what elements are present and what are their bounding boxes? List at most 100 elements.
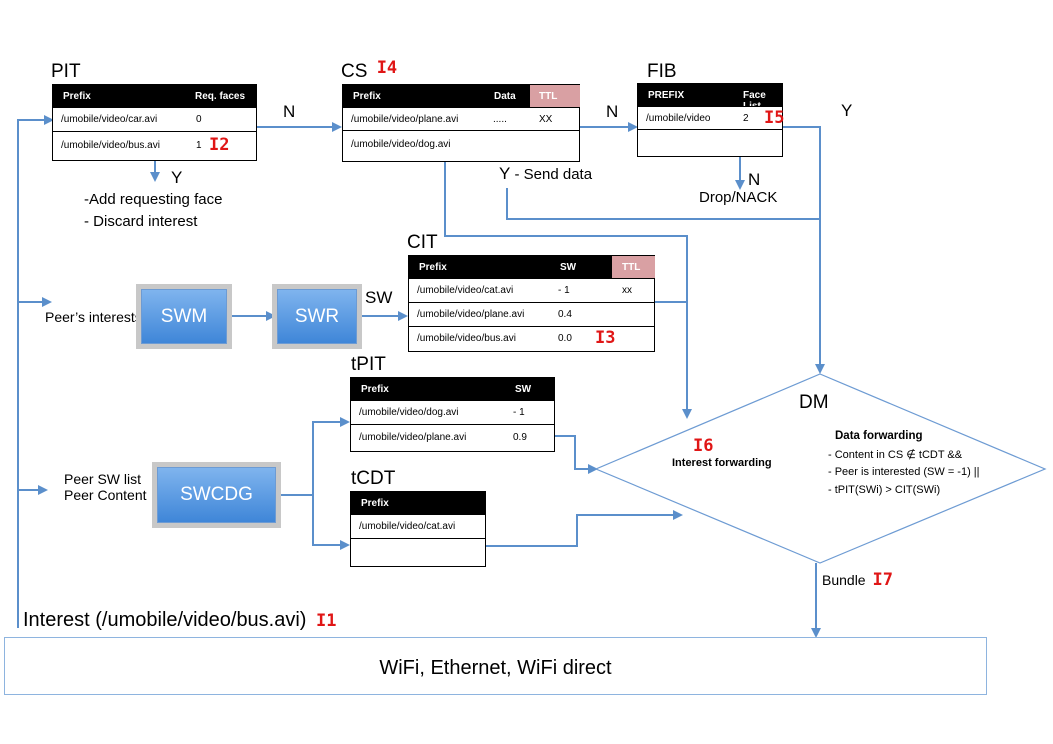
fib-no-label: N [748, 170, 761, 189]
fib-drop-nack-label: Drop/NACK [699, 189, 778, 206]
fib-row-empty [638, 129, 782, 156]
pit-row-1-value: 1 [196, 140, 202, 151]
left-trunk-line [17, 115, 54, 628]
cit-row-1-prefix: /umobile/video/plane.avi [417, 309, 525, 320]
pit-action-add-face: -Add requesting face [84, 191, 223, 208]
interest-label: Interest (/umobile/video/bus.avi) [23, 609, 307, 631]
cs-row-0-data: ..... [493, 114, 507, 125]
interest-forwarding-label: Interest forwarding [672, 457, 772, 469]
cs-to-dm-line [444, 162, 692, 419]
tcdt-header-prefix: Prefix [361, 498, 389, 509]
swr-label: SWR [294, 306, 340, 327]
cit-ttl-header-cell [612, 256, 655, 278]
tpit-header-prefix: Prefix [361, 384, 389, 395]
cs-row-1-prefix: /umobile/video/dog.avi [351, 139, 451, 150]
tpit-title: tPIT [351, 354, 386, 375]
pit-action-discard: - Discard interest [84, 213, 198, 230]
pit-yes-label: Y [171, 168, 183, 187]
fib-row-0: /umobile/video 2 I5 [638, 106, 785, 129]
tcdt-row-0-prefix: /umobile/video/cat.avi [359, 521, 456, 532]
swcdg-to-tpit-arrow [278, 417, 350, 496]
pit-row-0-value: 0 [196, 114, 202, 125]
fib-header-row: PREFIX Face List [638, 84, 782, 112]
cit-row-1: /umobile/video/plane.avi 0.4 [409, 302, 654, 326]
pit-no-label: N [283, 102, 296, 121]
interest-tag-i1: I1 [316, 611, 337, 631]
tcdt-table: Prefix /umobile/video/cat.avi [350, 491, 486, 567]
network-layer-box: WiFi, Ethernet, WiFi direct [4, 637, 987, 695]
dm-condition-2: - tPIT(SWi) > CIT(SWi) [828, 484, 941, 496]
dm-condition-1: - Peer is interested (SW = -1) || [828, 466, 980, 478]
tpit-row-1: /umobile/video/plane.avi 0.9 [351, 424, 554, 451]
tpit-row-0: /umobile/video/dog.avi - 1 [351, 400, 554, 424]
pit-row-1: /umobile/video/bus.avi 1 I2 [53, 131, 256, 160]
tcdt-row-1 [351, 538, 485, 566]
network-label: WiFi, Ethernet, WiFi direct [379, 657, 612, 679]
cit-row-2: /umobile/video/bus.avi 0.0 I3 [409, 326, 654, 351]
cs-tag-i4: I4 [376, 58, 398, 78]
peer-sw-list-label: Peer SW list [64, 471, 142, 487]
cs-title: CS I4 [341, 58, 398, 83]
pit-row-0-prefix: /umobile/video/car.avi [61, 114, 158, 125]
cs-row-0-ttl: XX [539, 114, 553, 125]
cit-row-2-sw: 0.0 [558, 333, 572, 344]
fib-title: FIB [647, 61, 677, 82]
cs-yes-row: Y - Send data [499, 164, 592, 184]
fib-tag-i5: I5 [764, 108, 785, 128]
tpit-header-sw: SW [515, 384, 532, 395]
cs-table: Prefix Data TTL /umobile/video/plane.avi… [342, 84, 580, 162]
fib-header-prefix: PREFIX [648, 90, 685, 101]
tpit-row-1-sw: 0.9 [513, 432, 527, 443]
cs-row-0-prefix: /umobile/video/plane.avi [351, 114, 459, 125]
fib-yes-to-dm [783, 126, 825, 374]
tcdt-header-row: Prefix [351, 492, 485, 514]
cs-send-data-line [506, 188, 820, 220]
cit-row-0-prefix: /umobile/video/cat.avi [417, 285, 514, 296]
tpit-row-1-prefix: /umobile/video/plane.avi [359, 432, 467, 443]
fib-table: PREFIX Face List /umobile/video 2 I5 [637, 83, 785, 157]
cs-header-ttl: TTL [539, 91, 558, 102]
pit-row-1-prefix: /umobile/video/bus.avi [61, 140, 160, 151]
cs-no-label: N [606, 102, 619, 121]
cs-row-1: /umobile/video/dog.avi [343, 130, 579, 161]
cs-ttl-header-cell [530, 85, 580, 107]
swcdg-label: SWCDG [180, 484, 253, 505]
swcdg-module: SWCDG [157, 467, 276, 523]
fib-row-0-prefix: /umobile/video [646, 113, 711, 124]
swm-module: SWM [141, 289, 227, 344]
cs-header-prefix: Prefix [353, 91, 381, 102]
fib-yes-label: Y [841, 101, 853, 120]
cs-header-data: Data [494, 91, 516, 102]
cs-header-row: Prefix Data TTL [343, 85, 580, 107]
tpit-table: Prefix SW /umobile/video/dog.avi - 1 /um… [350, 377, 555, 452]
cit-row-1-sw: 0.4 [558, 309, 572, 320]
tpit-to-dm-arrow [555, 435, 598, 474]
bundle-tag-i7: I7 [872, 570, 893, 590]
data-forwarding-label: Data forwarding [835, 430, 923, 442]
pit-row-0: /umobile/video/car.avi 0 [53, 107, 256, 131]
peer-content-label: Peer Content [64, 487, 147, 503]
cit-tag-i3: I3 [595, 328, 616, 348]
dm-diamond [594, 373, 1047, 564]
bundle-label: Bundle [822, 572, 866, 588]
tpit-header-row: Prefix SW [351, 378, 554, 400]
pit-header-prefix: Prefix [63, 91, 91, 102]
pit-header-row: Prefix Req. faces [53, 85, 256, 107]
pit-title: PIT [51, 61, 81, 82]
pit-header-req-faces: Req. faces [195, 91, 246, 102]
swm-label: SWM [160, 306, 208, 327]
cit-title: CIT [407, 232, 438, 253]
cit-row-0-ttl: xx [622, 285, 632, 296]
tpit-row-0-prefix: /umobile/video/dog.avi [359, 407, 459, 418]
dm-condition-0: - Content in CS ∉ tCDT && [828, 449, 963, 461]
sw-arrow-label: SW [365, 288, 393, 307]
dm-tag-i6: I6 [693, 436, 714, 456]
cs-yes-label: Y [499, 164, 511, 183]
tpit-row-0-sw: - 1 [513, 407, 525, 418]
pit-tag-i2: I2 [209, 135, 230, 155]
tcdt-to-dm-arrow [486, 510, 683, 547]
cs-send-data-label: - Send data [510, 166, 593, 183]
cit-header-ttl: TTL [622, 262, 641, 273]
cs-row-0: /umobile/video/plane.avi ..... XX [343, 107, 579, 130]
